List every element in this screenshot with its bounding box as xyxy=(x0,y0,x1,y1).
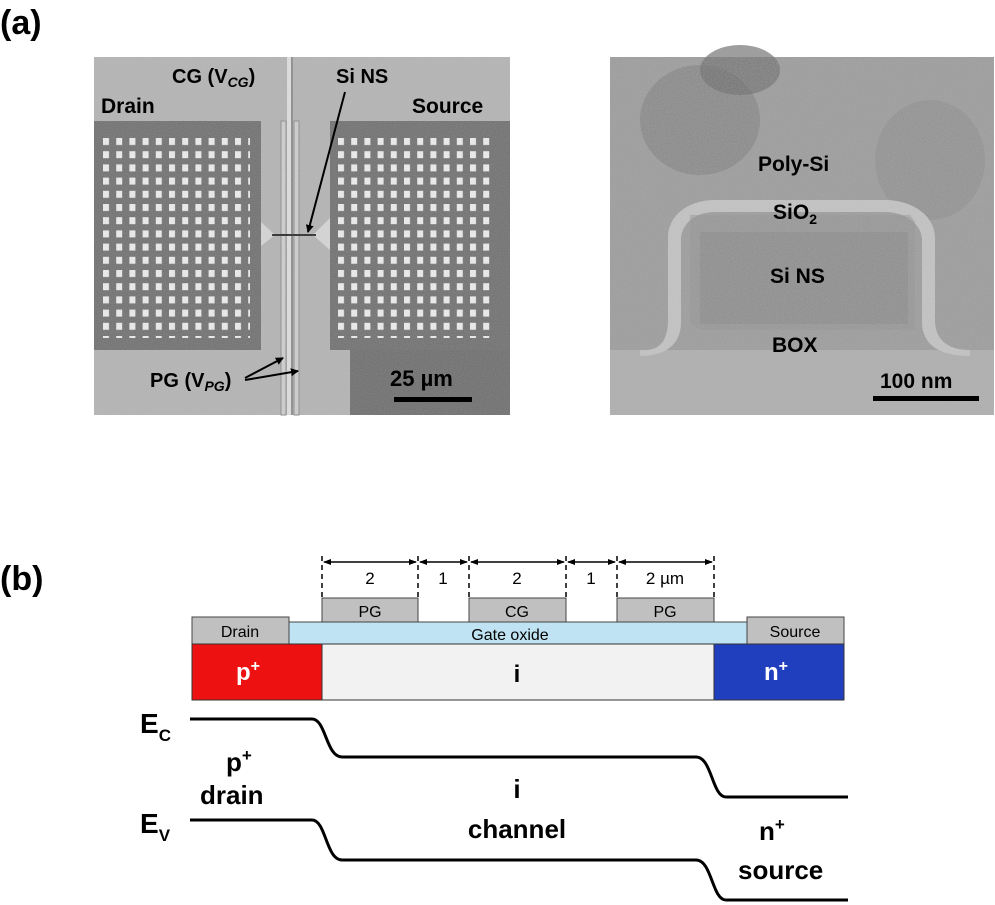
source-contact-label: Source xyxy=(770,624,821,641)
gate-pg-right-label: PG xyxy=(653,604,676,621)
dim-label-4: 1 xyxy=(586,569,595,588)
i-region xyxy=(321,643,715,701)
i-label: i xyxy=(514,661,521,688)
sem-drain-label: Drain xyxy=(101,95,155,118)
panel-a-label: (a) xyxy=(0,4,42,42)
si-ns-arrow xyxy=(305,91,346,233)
gate-pg-right xyxy=(616,597,715,623)
dimension-guides xyxy=(321,556,715,598)
band-source-line1: n+ xyxy=(759,815,785,846)
tem-image: Poly-Si SiO2 Si NS BOX 100 nm xyxy=(610,45,994,415)
ev-label: EV xyxy=(140,808,171,845)
dim-label-3: 2 xyxy=(512,569,521,588)
valence-band-line xyxy=(190,818,848,902)
pg-arrow-2 xyxy=(244,368,299,381)
source-contact xyxy=(746,616,845,645)
n-plus-region xyxy=(713,643,845,701)
panel-b-label: (b) xyxy=(0,560,43,598)
band-channel-line1: i xyxy=(513,774,520,804)
sem-si-ns-label: Si NS xyxy=(336,66,388,88)
gate-cg xyxy=(468,597,567,623)
tem-scale-label: 100 nm xyxy=(880,370,952,393)
drain-contact-label: Drain xyxy=(221,624,259,641)
tem-sio2-label: SiO2 xyxy=(773,201,817,227)
dim-label-5: 2 µm xyxy=(646,569,684,588)
band-drain-line2: drain xyxy=(200,780,264,810)
dim-label-2: 1 xyxy=(438,569,447,588)
tem-scale-bar xyxy=(873,396,979,401)
dim-label-1: 2 xyxy=(365,569,374,588)
drain-contact xyxy=(191,616,290,645)
band-source-line2: source xyxy=(738,855,823,885)
band-channel-line2: channel xyxy=(468,814,566,844)
sem-scale-label: 25 µm xyxy=(390,366,453,391)
band-drain-line1: p+ xyxy=(226,746,252,777)
p-plus-region xyxy=(191,643,323,701)
pg-arrow-1 xyxy=(244,357,284,379)
tem-si-ns-label: Si NS xyxy=(770,265,825,288)
sem-image: CG (VCG) Drain Source Si NS PG (VPG) 25 … xyxy=(94,57,510,416)
gate-oxide-label: Gate oxide xyxy=(471,627,548,644)
gate-pg-left-label: PG xyxy=(358,604,381,621)
sem-scale-bar xyxy=(394,397,472,402)
tem-poly-si-label: Poly-Si xyxy=(758,153,829,176)
tem-box-label: BOX xyxy=(772,334,818,357)
gate-pg-left xyxy=(321,597,419,623)
sem-source-label: Source xyxy=(412,95,483,118)
gate-cg-label: CG xyxy=(505,604,529,621)
p-plus-label: p+ xyxy=(236,658,260,686)
sem-pg-label: PG (VPG) xyxy=(150,370,231,394)
n-plus-label: n+ xyxy=(764,658,788,686)
sem-cg-label: CG (VCG) xyxy=(172,66,255,90)
ec-label: EC xyxy=(140,708,171,745)
conduction-band-line xyxy=(190,717,848,799)
